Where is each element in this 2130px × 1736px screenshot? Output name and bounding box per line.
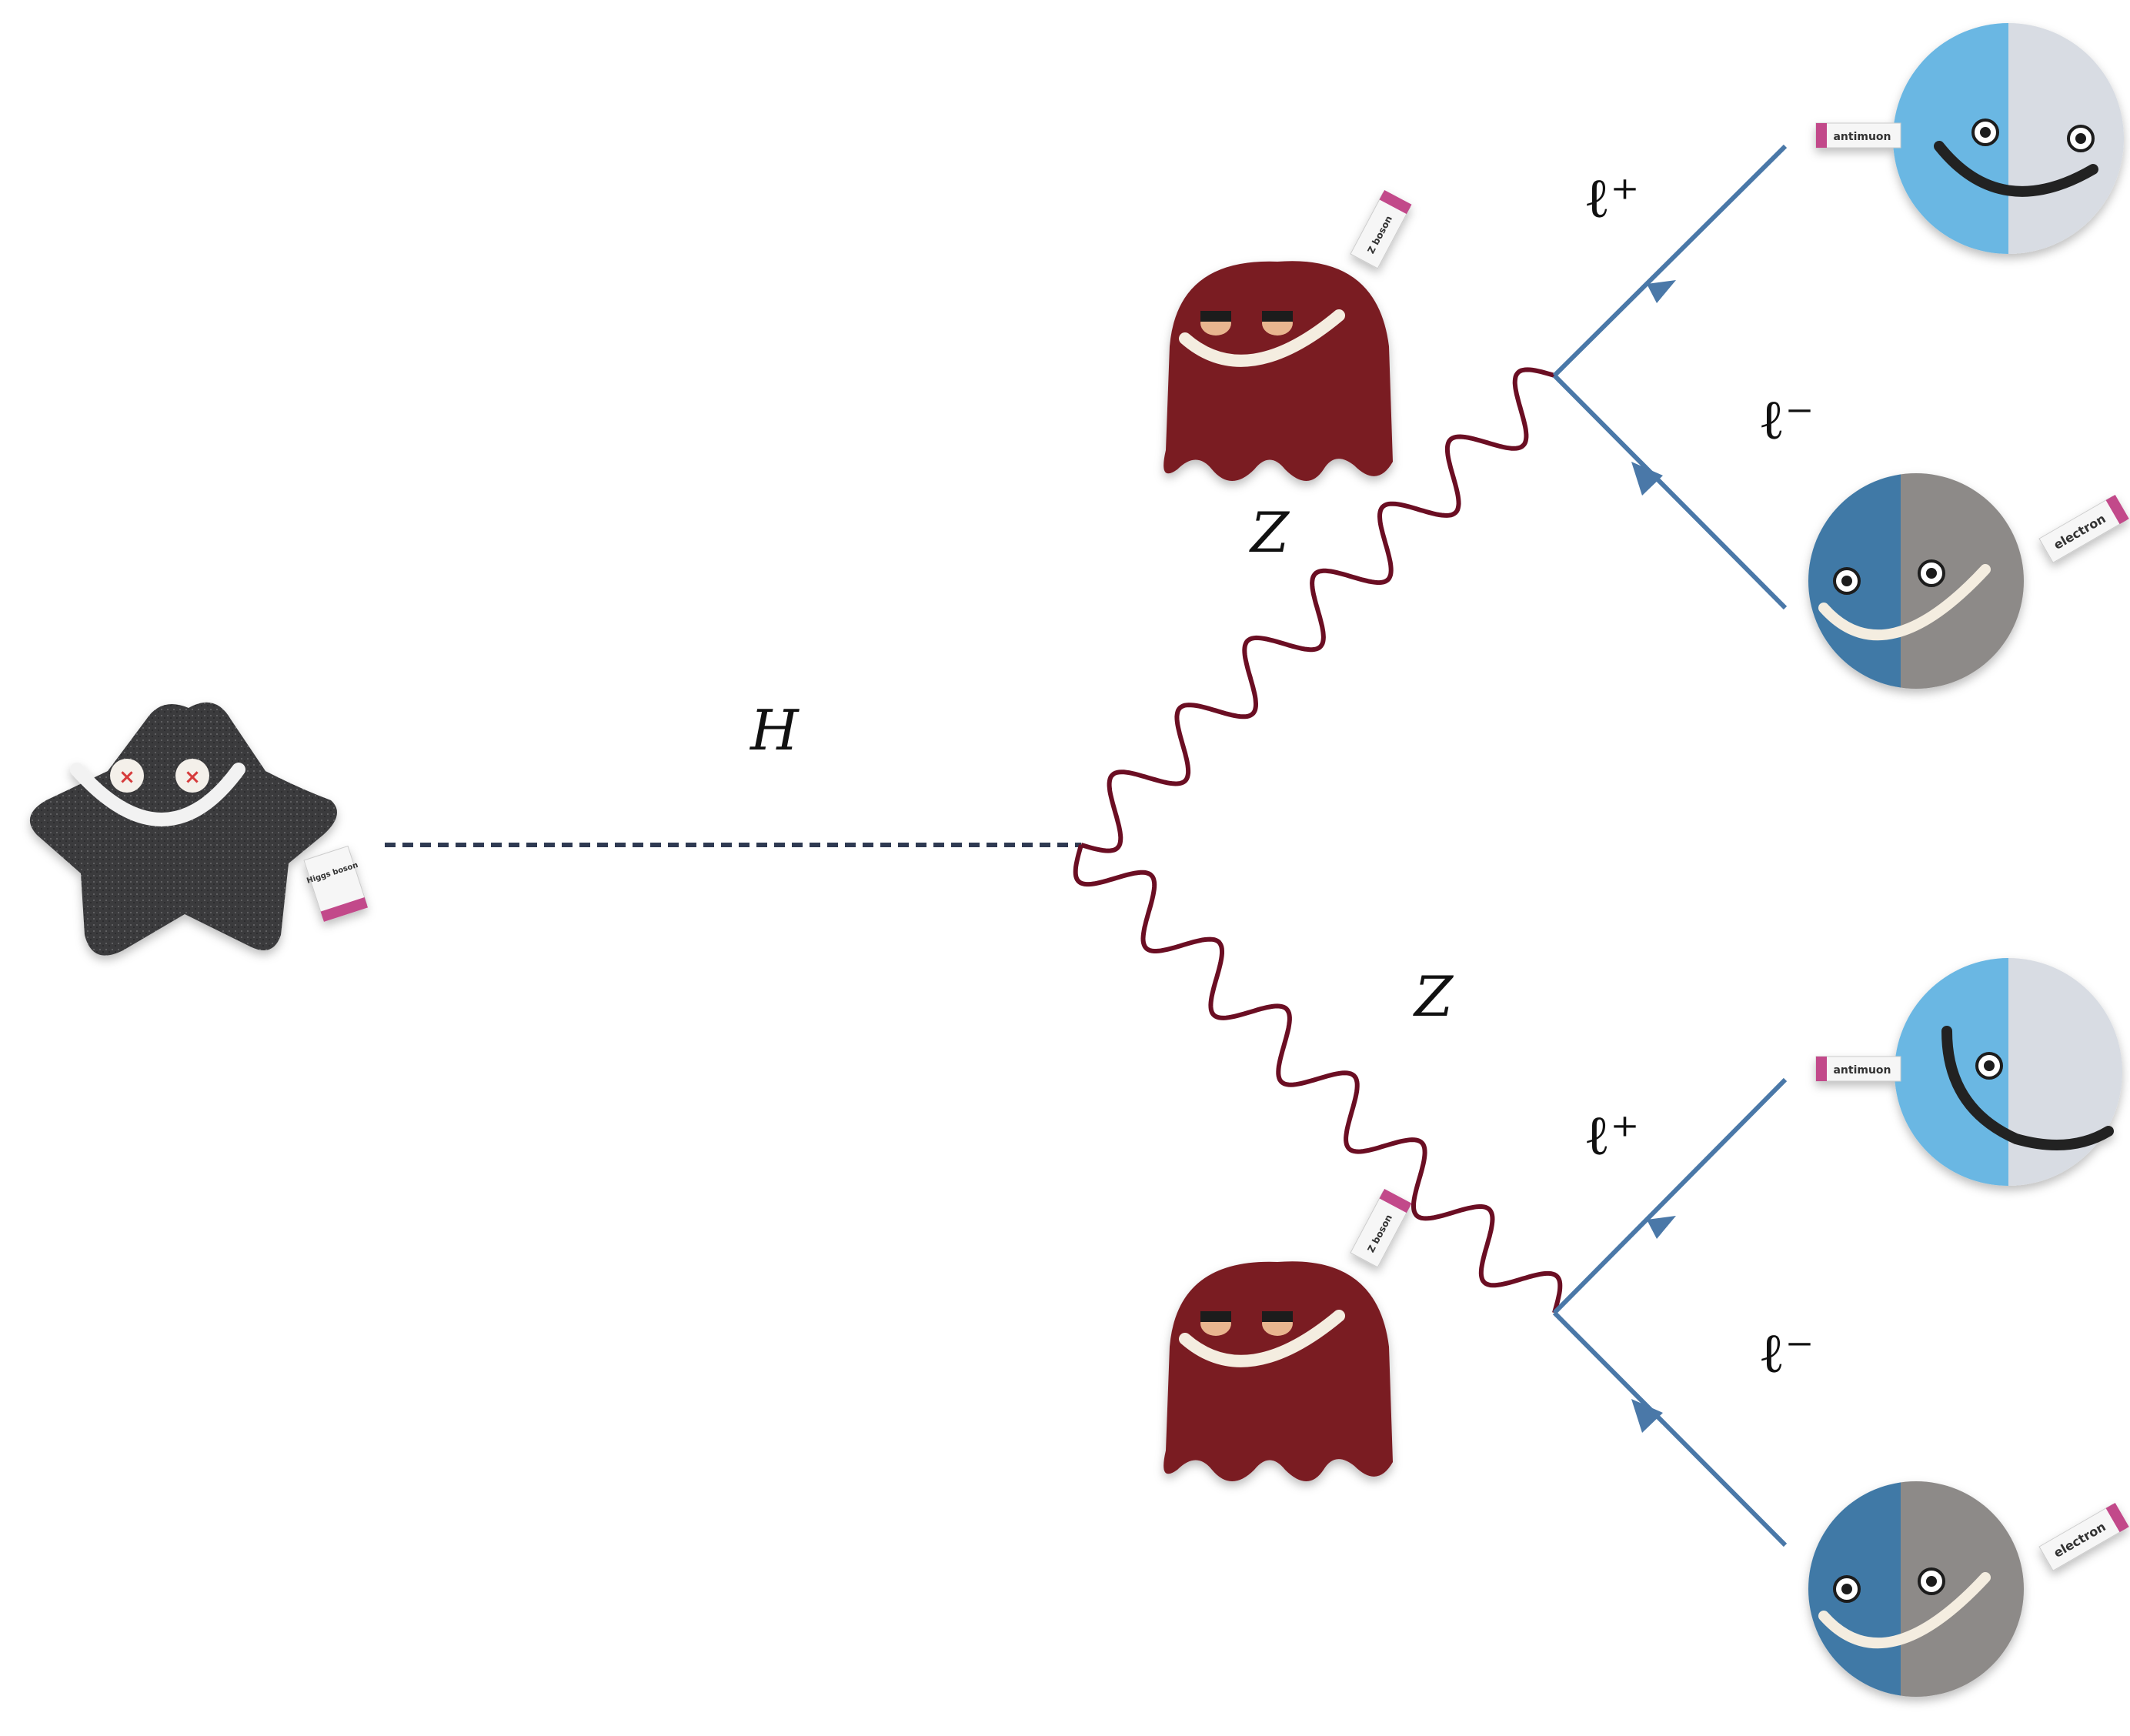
z-boson-propagator-upper [1080, 367, 1555, 853]
antimuon-plush-upper: antimuon [1815, 23, 2124, 254]
upper-lepton-plus-label: ℓ⁺ [1584, 165, 1640, 230]
arrow-icon [1647, 280, 1676, 303]
z-boson-plush-upper: Z boson [1163, 190, 1412, 481]
svg-text:×: × [184, 766, 201, 789]
upper-lepton-plus-line [1552, 144, 1788, 378]
electron-plush-upper: electron [1808, 473, 2129, 689]
arrow-icon [1631, 462, 1663, 496]
arrow-icon [1647, 1216, 1676, 1239]
z-lower-label: Z [1413, 964, 1454, 1029]
lower-lepton-minus-label: ℓ⁻ [1758, 1320, 1815, 1385]
z-boson-plush-lower: Z boson [1163, 1189, 1412, 1481]
antimuon-lower-tag: antimuon [1833, 1064, 1891, 1077]
lower-lepton-plus-label: ℓ⁺ [1584, 1103, 1640, 1167]
z-upper-label: Z [1249, 500, 1290, 565]
upper-lepton-minus-label: ℓ⁻ [1758, 387, 1815, 452]
higgs-boson-plush: × × Higgs boson [29, 702, 369, 956]
upper-lepton-minus-line [1552, 373, 1788, 610]
antimuon-upper-tag: antimuon [1833, 131, 1891, 143]
arrow-icon [1631, 1399, 1663, 1433]
svg-text:×: × [119, 766, 135, 789]
higgs-label: H [749, 698, 800, 763]
electron-plush-lower: electron [1808, 1481, 2129, 1697]
antimuon-plush-lower: antimuon [1815, 958, 2122, 1186]
z-boson-propagator-lower [1073, 844, 1563, 1314]
lower-lepton-plus-line [1552, 1077, 1788, 1315]
lower-lepton-minus-line [1552, 1310, 1788, 1547]
